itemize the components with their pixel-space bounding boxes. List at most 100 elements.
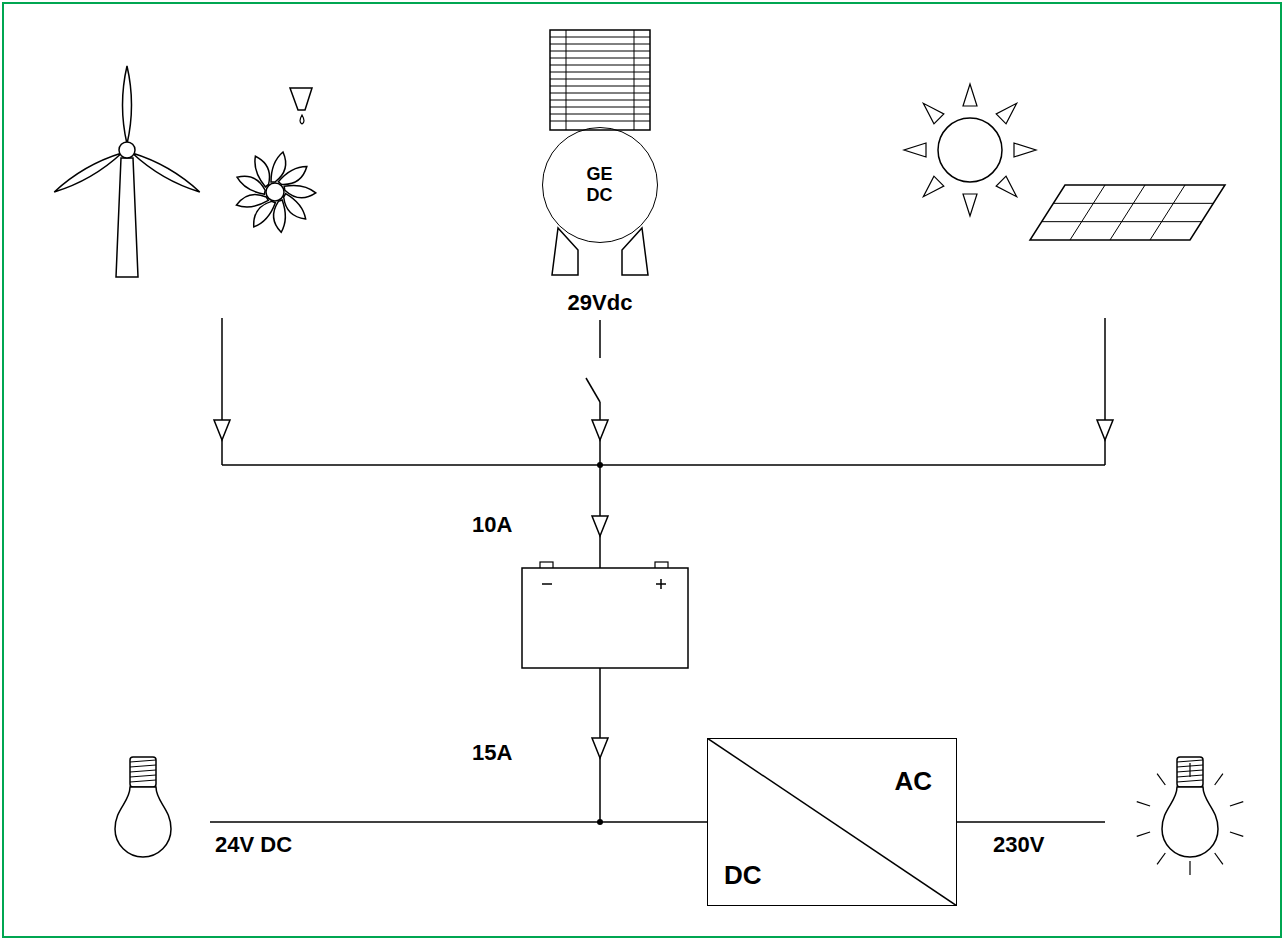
wiring	[210, 318, 1105, 822]
sun-ray	[996, 98, 1021, 123]
panel-grid	[1053, 203, 1213, 204]
radiator-fin	[550, 58, 650, 59]
junction-dot	[597, 462, 603, 468]
light-ray	[1157, 774, 1165, 785]
node-text: DC	[724, 861, 762, 891]
light-ray	[1230, 802, 1243, 806]
light-ray	[1230, 832, 1243, 836]
water-funnel	[290, 88, 312, 110]
light-ray	[1215, 853, 1223, 864]
radiator-fin	[550, 114, 650, 115]
bulb-base	[130, 757, 156, 787]
sun-disc	[938, 118, 1002, 182]
battery	[522, 562, 688, 668]
sun-ray	[996, 176, 1021, 201]
minus-sign	[542, 583, 552, 585]
wire	[1104, 318, 1106, 465]
bulb-thread	[130, 775, 156, 777]
junction-dot	[597, 819, 603, 825]
node-text: GE DC	[586, 164, 612, 205]
bulb-thread	[1177, 780, 1203, 782]
current-label: 10A	[472, 512, 512, 538]
turbine-hub	[119, 142, 135, 158]
wire	[210, 821, 707, 823]
radiator-fin	[550, 93, 650, 94]
water-wheel	[235, 88, 316, 233]
radiator-fin	[550, 86, 650, 87]
radiator-fin	[566, 30, 567, 130]
panel-grid	[1042, 221, 1202, 222]
turbine-blade	[52, 149, 124, 196]
wire	[222, 464, 1105, 466]
sun-ray	[1014, 143, 1036, 157]
generator-foot	[622, 228, 648, 275]
sun-ray	[918, 176, 943, 201]
radiator-fin	[550, 51, 650, 52]
bulb-thread	[130, 760, 156, 762]
flow-arrow	[592, 738, 608, 758]
light-ray	[1189, 763, 1190, 777]
light-ray	[1189, 861, 1190, 875]
flow-arrow	[592, 420, 608, 440]
bulb-glass	[115, 787, 171, 857]
wire	[599, 320, 601, 358]
sun-ray	[904, 143, 926, 157]
voltage-label: 29Vdc	[568, 290, 633, 316]
light-ray	[1215, 774, 1223, 785]
turbine-blade	[123, 66, 132, 144]
voltage-label: 24V DC	[215, 832, 292, 858]
flow-arrow	[214, 420, 230, 440]
wire	[221, 318, 223, 465]
wheel-blade	[246, 155, 277, 187]
bulb-thread	[130, 765, 156, 767]
turbine-blade	[130, 149, 202, 196]
generator-radiator	[550, 30, 650, 130]
wind-turbine	[52, 66, 202, 277]
radiator-fin	[550, 107, 650, 108]
wire	[957, 821, 1105, 823]
panel-grid	[1070, 185, 1105, 240]
light-bulb	[1137, 757, 1244, 875]
bulb-glass	[1162, 787, 1218, 857]
light-ray	[1137, 832, 1150, 836]
sun-ray	[963, 84, 977, 106]
sun-ray	[963, 194, 977, 216]
flow-arrow	[592, 516, 608, 536]
light-ray	[1137, 802, 1150, 806]
panel-frame	[1030, 185, 1225, 240]
diagonal-line	[707, 738, 957, 906]
switch-blade	[586, 378, 600, 402]
inverter-box: AC DC	[707, 738, 957, 906]
frame-border	[3, 3, 1281, 937]
radiator-fin	[550, 121, 650, 122]
light-bulb	[115, 757, 171, 857]
turbine-tower	[116, 158, 138, 277]
generator-circle: GE DC	[542, 127, 658, 243]
panel-grid	[1150, 185, 1185, 240]
radiator-fin	[550, 65, 650, 66]
flow-arrow	[1097, 420, 1113, 440]
panel-grid	[1110, 185, 1145, 240]
battery-body	[522, 568, 688, 668]
generator	[550, 30, 650, 275]
radiator-fin	[634, 30, 635, 130]
radiator-fin	[550, 37, 650, 38]
bulb-thread	[130, 780, 156, 782]
solar-panel	[1030, 185, 1225, 240]
water-drop	[300, 115, 304, 124]
node-text: AC	[894, 767, 932, 797]
light-ray	[1157, 853, 1165, 864]
voltage-label: 230V	[993, 832, 1044, 858]
bulb-thread	[1177, 760, 1203, 762]
bulb-thread	[130, 770, 156, 772]
current-label: 15A	[472, 740, 512, 766]
wheel-hub	[266, 183, 284, 201]
bulb-base	[1177, 757, 1203, 787]
sun-ray	[918, 98, 943, 123]
radiator-fin	[550, 100, 650, 101]
radiator-fin	[550, 44, 650, 45]
plus-sign	[660, 579, 662, 589]
generator-foot	[552, 228, 578, 275]
